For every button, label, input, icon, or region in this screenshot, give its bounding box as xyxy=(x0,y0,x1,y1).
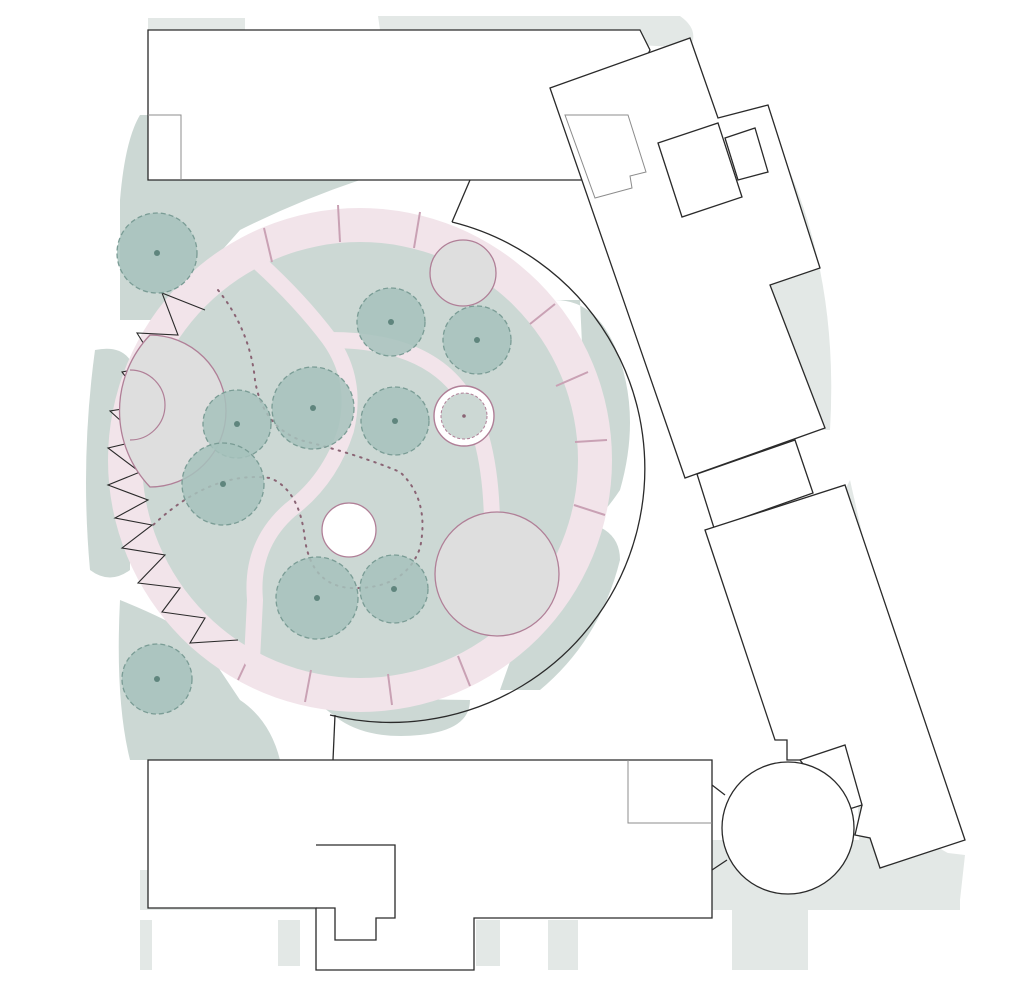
building-rotunda xyxy=(721,761,855,895)
buildings-layer xyxy=(147,29,966,971)
ground-bottom-leg-4 xyxy=(548,920,578,970)
ground-bottom-leg-3 xyxy=(476,920,500,966)
white-pool xyxy=(321,502,377,558)
ground-bottom-leg-2 xyxy=(278,920,300,966)
left-rock-inner-arc xyxy=(129,369,166,441)
boulder-large xyxy=(434,511,560,637)
tree xyxy=(356,287,426,357)
building-upper-right-inner xyxy=(564,114,647,199)
tree xyxy=(271,366,355,450)
boulders xyxy=(321,239,560,637)
building-top-notch xyxy=(148,114,182,180)
garden-edge-arc xyxy=(329,221,646,724)
building-bottom-annex xyxy=(316,844,396,941)
building-upper-right-room-1 xyxy=(657,122,743,218)
tree xyxy=(121,643,193,715)
boulder-ring-dot xyxy=(462,414,466,418)
rotunda-link xyxy=(711,784,728,871)
tree xyxy=(275,556,359,640)
ground-bottom-left-leg xyxy=(140,920,152,970)
boulder-top xyxy=(429,239,497,307)
trees xyxy=(116,212,512,715)
tree xyxy=(442,305,512,375)
circular-garden xyxy=(106,204,646,724)
building-bottom-connector xyxy=(332,714,336,761)
building-bottom xyxy=(147,759,713,971)
ground-top-strip xyxy=(148,18,245,30)
building-link xyxy=(696,439,814,529)
planting-left-lower xyxy=(118,600,280,760)
tree xyxy=(181,442,265,526)
ground-bottom-leg-5 xyxy=(732,905,808,970)
tree xyxy=(359,554,429,624)
tree xyxy=(116,212,198,294)
tree xyxy=(202,389,272,459)
tree xyxy=(360,386,430,456)
building-top-connector xyxy=(451,179,471,223)
building-bottom-corner-room xyxy=(627,760,712,824)
building-upper-right-room-2 xyxy=(724,127,769,181)
